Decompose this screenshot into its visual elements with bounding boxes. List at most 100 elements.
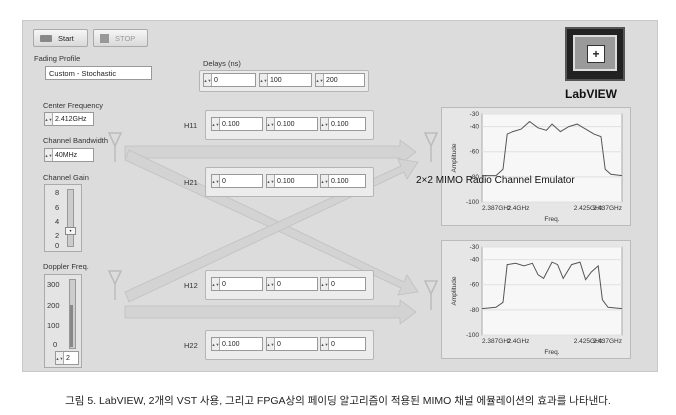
spin-arrows-icon[interactable]: ▲▼ — [56, 352, 64, 364]
spin-arrows-icon[interactable]: ▲▼ — [212, 278, 220, 290]
tap-input-h11-2[interactable]: ▲▼0.100 — [320, 117, 366, 131]
y-tick-label: -60 — [470, 149, 480, 156]
gain-tick: 4 — [55, 217, 60, 226]
x-tick-label: 2.425GHz — [574, 205, 603, 212]
y-tick-label: -40 — [470, 257, 480, 264]
tx-antenna-icon — [107, 270, 123, 300]
plot-area — [481, 113, 623, 203]
delays-label: Delays (ns) — [203, 59, 241, 68]
doppler-input[interactable]: ▲▼2 — [55, 351, 79, 365]
spin-arrows-icon[interactable]: ▲▼ — [212, 175, 220, 187]
figure-caption: 그림 5. LabVIEW, 2개의 VST 사용, 그리고 FPGA상의 페이… — [65, 395, 611, 407]
tap-value: 0.100 — [331, 177, 349, 185]
fading-profile-select[interactable]: Custom - Stochastic — [45, 66, 152, 80]
rx-antenna-icon — [423, 280, 439, 310]
spin-arrows-icon[interactable]: ▲▼ — [204, 74, 212, 86]
channel-bandwidth-label: Channel Bandwidth — [43, 136, 109, 145]
spin-arrows-icon[interactable]: ▲▼ — [321, 118, 329, 130]
tap-value: 0.100 — [277, 177, 295, 185]
y-axis-label: Amplitude — [451, 276, 458, 305]
x-tick-label: 2.4GHz — [507, 205, 529, 212]
spin-arrows-icon[interactable]: ▲▼ — [267, 175, 275, 187]
doppler-slider[interactable]: 300 200 100 0 ▲▼2 — [44, 274, 82, 368]
labview-logo-icon: + — [565, 27, 625, 81]
spin-arrows-icon[interactable]: ▲▼ — [316, 74, 324, 86]
center-frequency-input[interactable]: ▲▼2.412GHz — [44, 112, 94, 126]
tap-input-h11-1[interactable]: ▲▼0.100 — [266, 117, 318, 131]
stop-label: STOP — [115, 33, 136, 43]
x-tick-label: 2.387GHz — [482, 338, 511, 345]
labview-brand: LabVIEW — [565, 87, 618, 101]
start-button[interactable]: Start — [33, 29, 88, 47]
tap-input-h22-1[interactable]: ▲▼0 — [266, 337, 318, 351]
x-tick-label: 2.4GHz — [507, 338, 529, 345]
tap-label-h11: H11 — [184, 121, 198, 130]
fading-profile-value: Custom - Stochastic — [49, 68, 117, 78]
tap-input-h21-1[interactable]: ▲▼0.100 — [266, 174, 318, 188]
spin-arrows-icon[interactable]: ▲▼ — [212, 118, 220, 130]
y-tick-label: -30 — [470, 111, 480, 118]
signal-arrow — [124, 139, 417, 165]
doppler-tick: 200 — [47, 301, 60, 310]
spin-arrows-icon[interactable]: ▲▼ — [45, 113, 53, 125]
channel-gain-slider[interactable]: ▾ 8 6 4 2 0 — [44, 184, 82, 252]
y-tick-label: -80 — [470, 174, 480, 181]
gain-tick: 0 — [55, 241, 60, 250]
overlay-title: 2×2 MIMO Radio Channel Emulator — [416, 175, 575, 186]
spin-arrows-icon[interactable]: ▲▼ — [321, 278, 329, 290]
gain-tick: 8 — [55, 188, 60, 197]
tap-input-h12-0[interactable]: ▲▼0 — [211, 277, 263, 291]
tap-input-h12-1[interactable]: ▲▼0 — [266, 277, 318, 291]
tap-input-h11-0[interactable]: ▲▼0.100 — [211, 117, 263, 131]
spin-arrows-icon[interactable]: ▲▼ — [212, 338, 220, 350]
spin-arrows-icon[interactable]: ▲▼ — [260, 74, 268, 86]
tap-input-h22-2[interactable]: ▲▼0 — [320, 337, 366, 351]
labview-logo: + LabVIEW — [561, 27, 629, 103]
spin-arrows-icon[interactable]: ▲▼ — [45, 149, 53, 161]
tap-value: 0.100 — [222, 120, 240, 128]
tap-label-h22: H22 — [184, 341, 198, 350]
x-axis-label: Freq. — [544, 349, 559, 356]
tap-value: 0.100 — [331, 120, 349, 128]
slider-handle-icon[interactable]: ▾ — [65, 227, 76, 235]
channel-gain-label: Channel Gain — [43, 173, 89, 182]
tx-antenna-icon — [107, 132, 123, 162]
gain-tick: 2 — [55, 231, 60, 240]
stop-button[interactable]: STOP — [93, 29, 148, 47]
x-tick-label: 2.425GHz — [574, 338, 603, 345]
delay-input-2[interactable]: ▲▼200 — [315, 73, 365, 87]
doppler-tick: 0 — [53, 340, 58, 349]
y-tick-label: -100 — [466, 332, 479, 339]
spin-arrows-icon[interactable]: ▲▼ — [267, 338, 275, 350]
x-tick-label: 2.387GHz — [482, 205, 511, 212]
tap-label-h12: H12 — [184, 281, 198, 290]
center-frequency-label: Center Frequency — [43, 101, 104, 110]
delay-input-1[interactable]: ▲▼100 — [259, 73, 312, 87]
tap-input-h22-0[interactable]: ▲▼0.100 — [211, 337, 263, 351]
channel-bandwidth-input[interactable]: ▲▼40MHz — [44, 148, 94, 162]
tap-input-h21-0[interactable]: ▲▼0 — [211, 174, 263, 188]
spin-arrows-icon[interactable]: ▲▼ — [267, 278, 275, 290]
y-tick-label: -100 — [466, 199, 479, 206]
tap-value: 0 — [331, 280, 335, 288]
tap-input-h21-2[interactable]: ▲▼0.100 — [320, 174, 366, 188]
spin-arrows-icon[interactable]: ▲▼ — [267, 118, 275, 130]
x-tick-label: 2.437GHz — [593, 338, 622, 345]
y-tick-label: -30 — [470, 244, 480, 251]
tap-value: 0 — [277, 340, 281, 348]
gain-tick: 6 — [55, 203, 60, 212]
x-axis-label: Freq. — [544, 216, 559, 223]
delay-input-0[interactable]: ▲▼0 — [203, 73, 256, 87]
doppler-tick: 300 — [47, 280, 60, 289]
spin-arrows-icon[interactable]: ▲▼ — [321, 175, 329, 187]
start-label: Start — [58, 33, 74, 43]
fading-profile-label: Fading Profile — [34, 54, 81, 63]
tap-input-h12-2[interactable]: ▲▼0 — [320, 277, 366, 291]
spin-arrows-icon[interactable]: ▲▼ — [321, 338, 329, 350]
spectrum-line — [481, 261, 623, 310]
tap-value: 0 — [331, 340, 335, 348]
